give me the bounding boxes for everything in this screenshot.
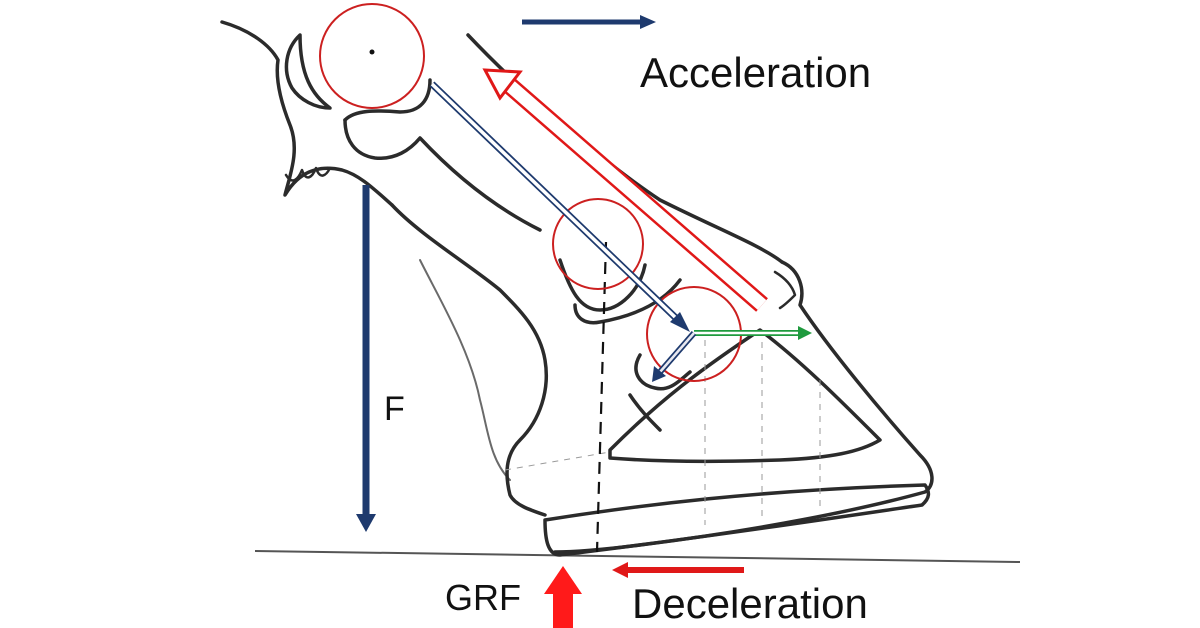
bone-axis-arrow bbox=[429, 81, 690, 332]
pastern-joint bbox=[552, 198, 644, 290]
guide-lines bbox=[504, 330, 821, 525]
force-label: F bbox=[384, 390, 405, 428]
limb-outline bbox=[220, 20, 934, 557]
ground-line bbox=[254, 550, 1021, 563]
acceleration-label: Acceleration bbox=[640, 49, 872, 96]
acceleration-arrow bbox=[522, 15, 656, 29]
grf-arrow bbox=[544, 566, 582, 628]
center-of-pressure-line bbox=[595, 241, 608, 553]
deceleration-label: Deceleration bbox=[632, 580, 868, 627]
force-arrow bbox=[356, 185, 376, 532]
downward-component-arrow bbox=[652, 331, 697, 382]
grf-label: GRF bbox=[445, 577, 521, 618]
fetlock-joint bbox=[319, 3, 425, 109]
horizontal-component-arrow bbox=[694, 326, 812, 340]
tendon-force-arrow bbox=[482, 68, 768, 312]
deceleration-arrow bbox=[612, 562, 744, 578]
